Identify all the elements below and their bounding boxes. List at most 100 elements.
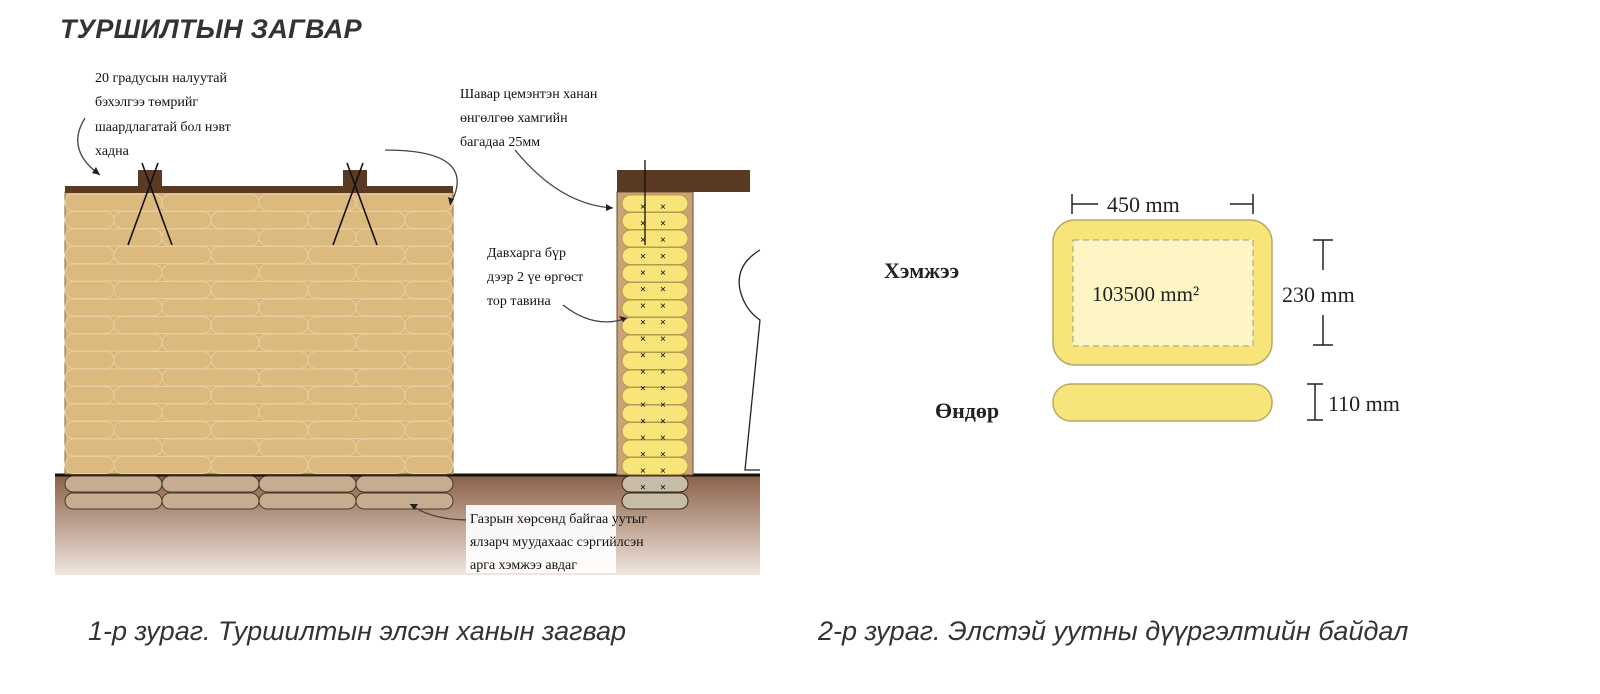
mesh-mark-icon: × [660,235,666,246]
sandbag [404,386,454,404]
door-outline [738,249,761,471]
foundation-bags [64,475,454,510]
mesh-mark-icon: × [660,219,666,230]
sandbag [621,475,689,493]
sandbag [621,282,689,300]
sandbag [64,456,115,474]
mesh-mark-icon: × [660,301,666,312]
sandbag [621,229,689,248]
mesh-mark-icon: × [640,367,646,378]
sandbag [64,333,163,352]
sandbag [621,387,689,405]
mesh-mark-icon: × [640,384,646,395]
sandbag [621,194,689,213]
sandbag [258,403,357,422]
sandbag [307,246,406,264]
mesh-mark-icon: × [660,483,666,494]
section-roof [617,170,750,192]
sandbag [64,475,163,493]
sandbag [161,298,260,317]
sandbag [355,403,454,422]
sandbag [161,333,260,352]
sandbag [210,386,309,404]
sandbag [621,439,689,458]
sandbag [161,193,260,212]
sandbag [113,456,212,474]
sandbag [355,475,454,493]
sandbag [258,228,357,247]
sandbag [210,456,309,474]
mesh-mark-icon: × [640,351,646,362]
sandbag [210,316,309,334]
sandbag [621,317,689,335]
mesh-mark-icon: × [640,433,646,444]
page-title: ТУРШИЛТЫН ЗАГВАР [60,14,362,44]
sandbag [161,263,260,282]
sandbag [161,475,260,493]
mesh-mark-icon: × [660,351,666,362]
sandbag [258,475,357,493]
sandbag [404,351,454,369]
sandbag [161,438,260,457]
mesh-mark-icon: × [660,384,666,395]
sandbag [210,246,309,264]
mesh-mark-icon: × [660,466,666,477]
sandbag [307,386,406,404]
sandbag [210,351,309,369]
mesh-mark-icon: × [640,450,646,461]
mesh-mark-icon: × [660,417,666,428]
width-dimension: 450 mm [1107,192,1180,217]
sandbag [307,351,406,369]
sandbag [404,211,454,229]
sandbag [258,298,357,317]
sandbag [404,281,454,299]
sandbag [64,246,115,264]
sandbag [161,368,260,387]
sandbag [161,228,260,247]
sandbag [258,263,357,282]
sandbag [621,457,689,475]
sandbag [355,492,454,510]
sandbag [621,422,689,440]
height-label: Өндөр [935,398,999,423]
mesh-mark-icon: × [640,334,646,345]
sandbag [64,281,115,299]
top-beam [65,186,453,193]
sandbag [307,211,406,229]
mesh-mark-icon: × [660,202,666,213]
sandbag [355,438,454,457]
sandbag [621,334,689,353]
annotation-mesh: Давхарга бүр дээр 2 үе өргөст тор тавина [487,246,587,309]
annotation-plaster: Шавар цемэнтэн ханан өнгөлгөө хамгийн ба… [460,87,601,150]
sandbag [64,211,115,229]
bag-side-view [1052,383,1273,422]
bag-inner-area [1072,239,1254,347]
sandbag [64,368,163,387]
rebar-block-1 [138,170,162,188]
sandbag [113,246,212,264]
mesh-mark-icon: × [640,400,646,411]
sandbag [64,228,163,247]
sandbag [355,228,454,247]
sandbag [621,404,689,423]
sandbag [210,421,309,439]
figure-1-caption: 1-р зураг. Туршилтын элсэн ханын загвар [88,616,626,646]
rebar-crosses [127,162,378,246]
mesh-mark-icon: × [640,219,646,230]
sandbag [113,281,212,299]
sandbag [307,456,406,474]
area-label: 103500 mm² [1092,282,1199,306]
size-label: Хэмжээ [884,258,959,283]
sandbag [355,298,454,317]
mesh-mark-icon: × [640,285,646,296]
sandbag [64,438,163,457]
height-dimension: 110 mm [1328,391,1400,416]
sandbag [64,316,115,334]
sandbag [258,368,357,387]
sandbag [64,263,163,282]
mesh-mark-icon: × [640,202,646,213]
mesh-mark-icon: × [660,433,666,444]
mesh-mark-icon: × [640,466,646,477]
mesh-mark-icon: × [640,301,646,312]
mesh-mark-icon: × [660,318,666,329]
